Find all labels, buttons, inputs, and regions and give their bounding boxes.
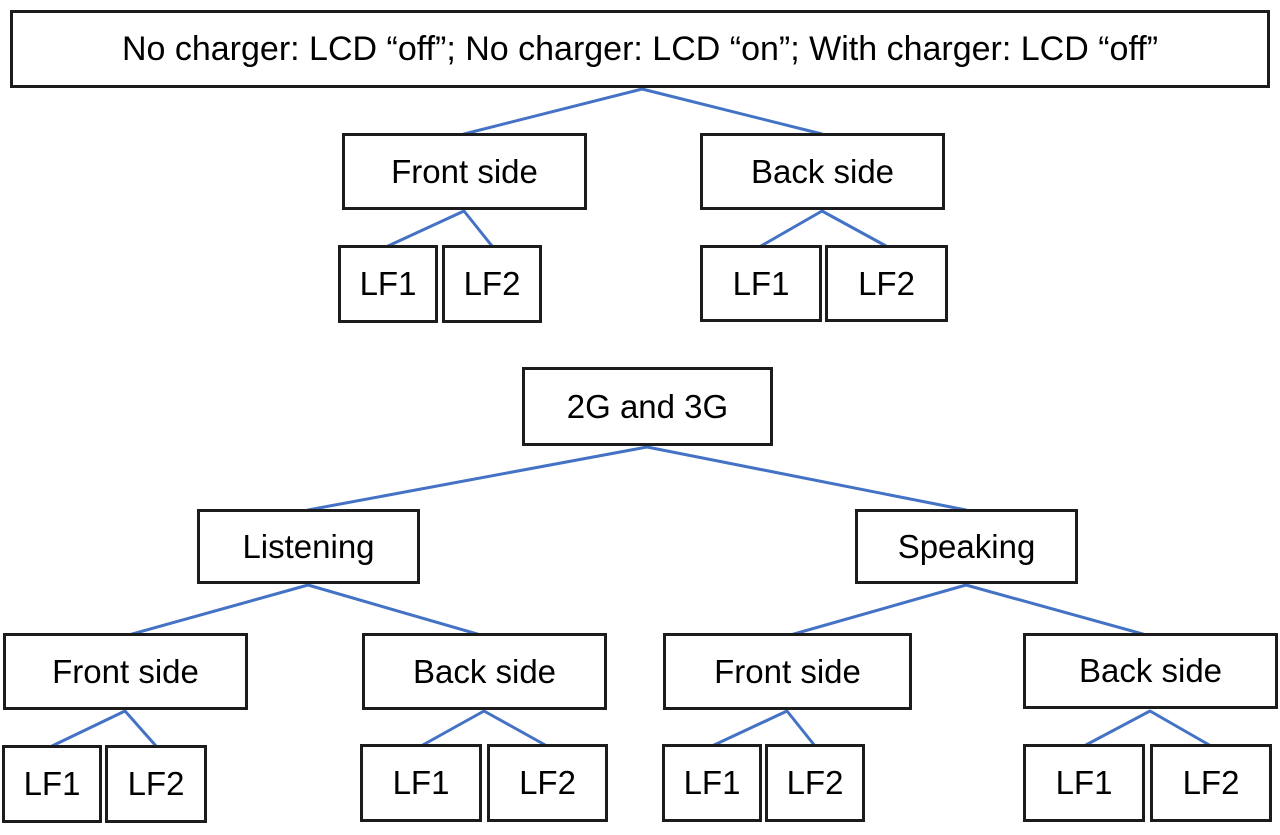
node-lf2-listening-front: LF2 (105, 745, 207, 823)
node-speaking: Speaking (855, 509, 1078, 584)
node-lf2-speaking-front: LF2 (765, 744, 865, 822)
connector-root2-children (306, 445, 968, 512)
node-front-side-listening: Front side (3, 633, 248, 710)
connector-listening-children (123, 583, 486, 638)
connector-speaking-children (785, 583, 1152, 638)
connector-frontside3-lf (710, 709, 817, 748)
connector-root1-children (462, 87, 824, 136)
node-front-side-speaking: Front side (663, 633, 912, 710)
node-lf1-speaking-back: LF1 (1023, 744, 1145, 822)
node-back-side-speaking: Back side (1023, 633, 1278, 709)
connector-backside3-lf (1082, 709, 1213, 748)
node-back-side-t1: Back side (700, 133, 945, 210)
node-listening: Listening (197, 509, 420, 584)
connector-backside2-lf (419, 709, 549, 748)
node-2g-3g-root: 2G and 3G (522, 367, 773, 446)
node-lf1-listening-front: LF1 (2, 745, 102, 823)
connector-backside1-lf (759, 209, 888, 248)
node-lf2-t1-back: LF2 (825, 245, 948, 322)
node-lf2-speaking-back: LF2 (1150, 744, 1272, 822)
node-front-side-t1: Front side (342, 133, 587, 210)
connector-frontside1-lf (386, 209, 494, 248)
node-lf1-speaking-front: LF1 (662, 744, 762, 822)
node-lf1-listening-back: LF1 (360, 744, 482, 822)
node-lf1-t1-front: LF1 (338, 245, 438, 323)
node-back-side-listening: Back side (362, 633, 607, 710)
node-lf2-t1-front: LF2 (442, 245, 542, 323)
node-lf1-t1-back: LF1 (700, 245, 822, 322)
node-charger-conditions: No charger: LCD “off”; No charger: LCD “… (10, 10, 1270, 88)
node-lf2-listening-back: LF2 (487, 744, 608, 822)
connector-frontside2-lf (50, 709, 158, 748)
